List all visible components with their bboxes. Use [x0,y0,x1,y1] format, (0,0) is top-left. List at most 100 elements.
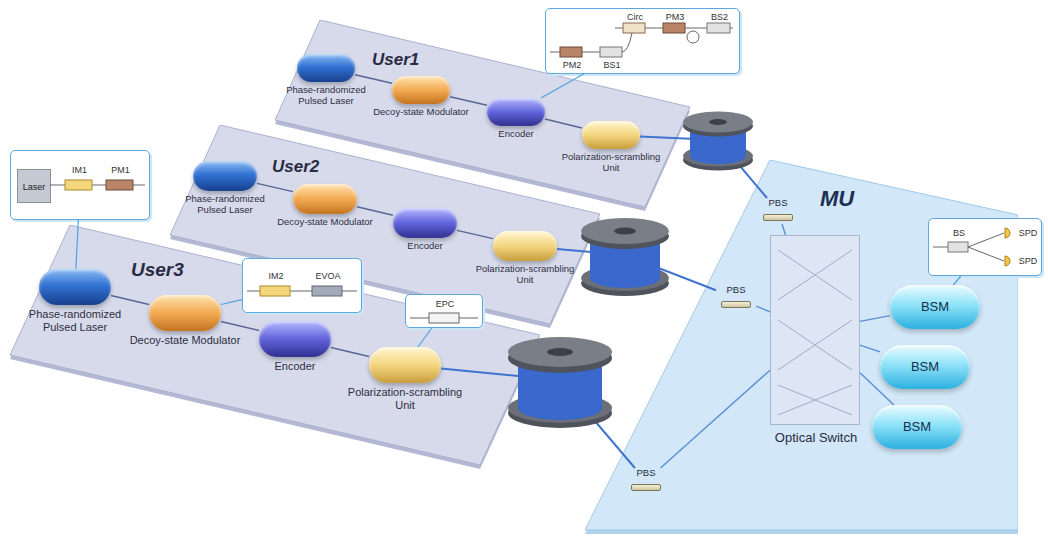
part-label: PM3 [666,12,685,22]
detector-optics-part [1005,256,1010,266]
laser-box: Laser [17,169,51,203]
part-label-holder: IM2 [256,271,296,281]
chain-link [457,230,493,238]
capsule-label: Polarization-scrambling Unit [562,151,661,173]
fiber-spool-part [690,148,746,164]
chain-link [355,75,392,84]
pbs-component: PBS [716,285,756,311]
modulator-capsule: Decoy-state Modulator [293,184,357,214]
part-label: BS1 [603,60,620,70]
scrambler-capsule: Polarization-scrambling Unit [582,121,640,149]
part-label-holder: SPD [1008,228,1048,238]
part-label-holder: Circ [615,12,655,22]
part-label-holder: EVOA [308,271,348,281]
capsule-label: Phase-randomized Pulsed Laser [29,308,121,333]
capsule-label: Encoder [498,128,533,139]
part-label-holder: BS1 [592,60,632,70]
capsule-label-holder: Decoy-state Modulator [371,107,471,118]
encoder-optics-part [560,47,582,57]
laser-label-holder: Laser [18,182,50,192]
modulator-capsule: Decoy-state Modulator [149,295,221,331]
panel-surface [585,160,1018,530]
laser-label: Laser [23,182,46,192]
pbs-label-holder: PBS [758,198,798,209]
panel-title: User2 [272,157,319,176]
part-label: SPD [1019,256,1038,266]
encoder-optics [550,23,733,57]
detector-optics-part [948,242,968,252]
part-label: BS [953,228,965,238]
part-label-holder: IM1 [60,165,100,175]
chain-link [331,348,369,357]
switch-crossing-part [778,320,852,370]
bsm-label: BSM [921,299,949,314]
chain-link [357,207,393,216]
bsm-label-holder: BSM [880,360,970,375]
laser-capsule: Phase-randomized Pulsed Laser [297,54,355,82]
panel-title: User3 [131,259,184,280]
bsm-capsule: BSM [880,345,970,389]
switch-label-holder: Optical Switch [746,431,886,446]
encoder-optics-part [623,23,645,33]
capsule-label: Decoy-state Modulator [373,106,469,117]
capsule-label: Encoder [407,240,442,251]
bsm-label-holder: BSM [890,300,980,315]
pbs-body [763,214,793,221]
fiber-spool-part [590,268,660,288]
detector-optics [933,228,1010,266]
capsule-label-holder: Phase-randomized Pulsed Laser [276,85,376,107]
part-label: EPC [436,299,455,309]
optical-link [860,316,890,322]
chain-link [257,183,293,191]
encoder-optics-part [687,31,699,43]
fiber-spool-part [547,348,573,356]
bsm-label-holder: BSM [872,420,962,435]
capsule-label: Phase-randomized Pulsed Laser [185,193,265,215]
detector-optics-part [1005,228,1010,238]
bsm-capsule: BSM [872,405,962,449]
part-label-holder: PM3 [655,12,695,22]
chain-link [450,97,487,106]
capsule-label: Polarization-scrambling Unit [476,263,575,285]
panel-title-holder: User1 [372,50,419,70]
leader-line [541,74,584,98]
fiber-spool-part [518,396,602,420]
optical-switch-box: Optical Switch [770,235,860,425]
panel-title-holder: User2 [272,157,319,177]
capsule-label: Polarization-scrambling Unit [348,386,462,411]
laser-optics [50,180,145,190]
panel-title-holder: User3 [131,259,184,281]
capsule-label-holder: Polarization-scrambling Unit [560,152,663,174]
encoder-optics-part [622,33,632,52]
pbs-component: PBS [626,468,666,494]
capsule-label-holder: Polarization-scrambling Unit [474,264,577,286]
leader-line [76,220,78,269]
pbs-label: PBS [768,197,787,208]
scrambler-capsule: Polarization-scrambling Unit [369,347,441,383]
switch-crossing-part [778,250,852,300]
modulator-optics-part [312,286,342,296]
leader-line [418,328,432,347]
capsule-label-holder: Encoder [235,360,355,373]
pbs-component: PBS [758,198,798,224]
bsm-label: BSM [903,419,931,434]
encoder-optics-part [707,23,730,33]
pbs-body [631,484,661,491]
part-label: BS2 [711,12,728,22]
leader-line [953,276,961,285]
fiber-spool-part [683,112,753,133]
part-label-holder: PM2 [552,60,592,70]
capsule-label-holder: Phase-randomized Pulsed Laser [175,194,275,216]
encoder-capsule: Encoder [393,208,457,238]
capsule-label: Decoy-state Modulator [277,216,373,227]
epc-optics [410,313,478,323]
encoder-capsule: Encoder [487,98,545,126]
panel-title-holder: MU [820,186,854,211]
part-label: PM2 [563,60,582,70]
panel-surface [10,225,540,465]
pbs-label-holder: PBS [626,468,666,479]
part-label: IM2 [268,271,283,281]
laser-capsule: Phase-randomized Pulsed Laser [193,161,257,191]
